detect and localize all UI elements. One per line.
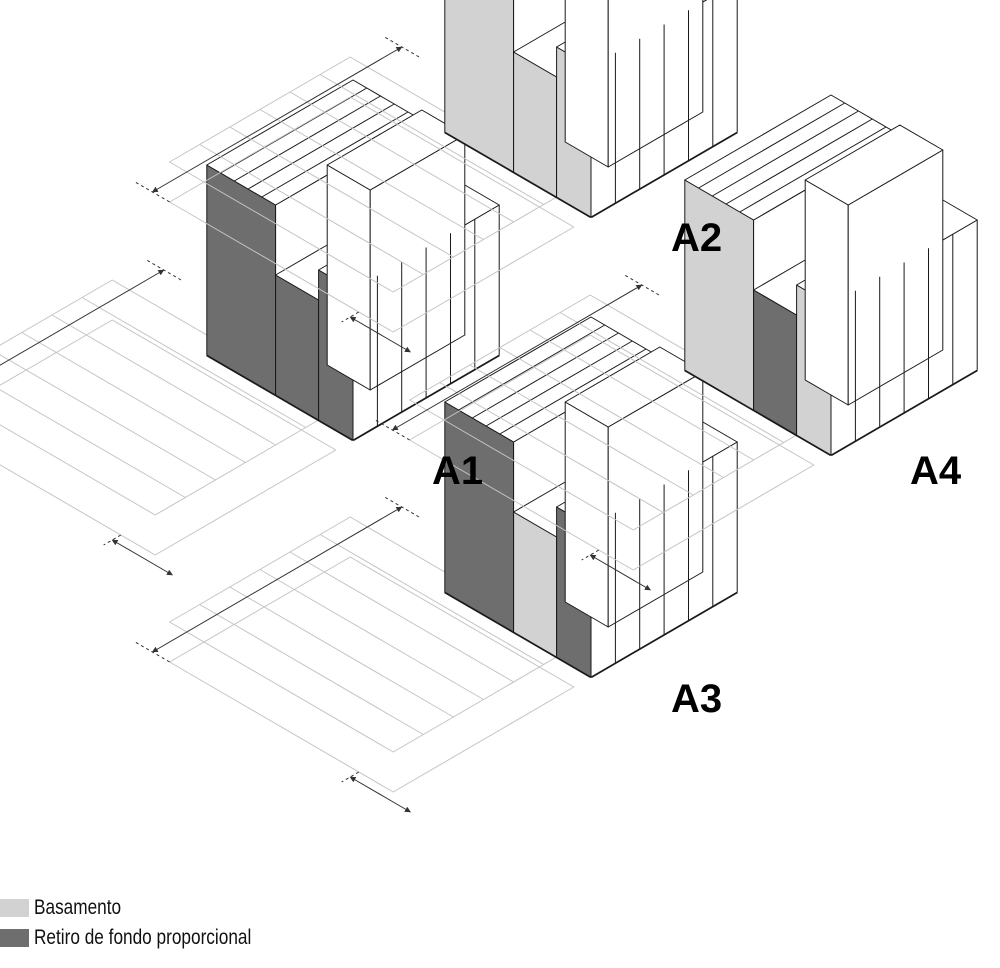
ghost-division: [0, 389, 186, 498]
ghost-division: [0, 354, 216, 481]
dimension-line: [151, 506, 403, 653]
right-volume-top-face: [804, 124, 944, 206]
dimension-line: [151, 46, 403, 193]
scenario-a1: [0, 79, 500, 576]
dimension-line: [0, 269, 165, 416]
right-volume-left-face: [564, 401, 609, 628]
scenario-a4: [374, 94, 978, 591]
ghost-division: [199, 604, 424, 735]
dimension-line: [349, 776, 411, 813]
legend-item-basamento: Basamento: [0, 893, 299, 923]
roof-division: [739, 126, 887, 213]
legend-item-retiro: Retiro de fondo proporcional: [0, 923, 299, 953]
right-volume-left-face: [564, 0, 609, 168]
roof-division: [698, 102, 846, 189]
legend-label-basamento: Basamento: [34, 896, 122, 919]
legend: Basamento Retiro de fondo proporcional: [0, 893, 299, 953]
scenario-label-a2: A2: [671, 216, 722, 260]
scenario-label-a3: A3: [671, 677, 722, 721]
right-volume-left-face: [804, 179, 849, 406]
legend-label-retiro: Retiro de fondo proporcional: [34, 926, 252, 949]
roof-division: [725, 118, 873, 205]
swatch-light: [0, 899, 29, 917]
dimension-line: [391, 284, 643, 431]
ghost-division: [229, 586, 454, 718]
roof-division: [712, 110, 859, 197]
scenario-label-a4: A4: [910, 449, 962, 493]
right-volume-right-face: [607, 0, 704, 168]
scenario-a2: [134, 0, 738, 353]
scenario-label-a1: A1: [432, 449, 483, 493]
dimension-line: [589, 554, 651, 591]
swatch-dark: [0, 929, 29, 947]
dimension-line: [111, 539, 173, 576]
left-wing-left-face: [444, 0, 515, 173]
right-volume-left-face: [326, 164, 371, 391]
